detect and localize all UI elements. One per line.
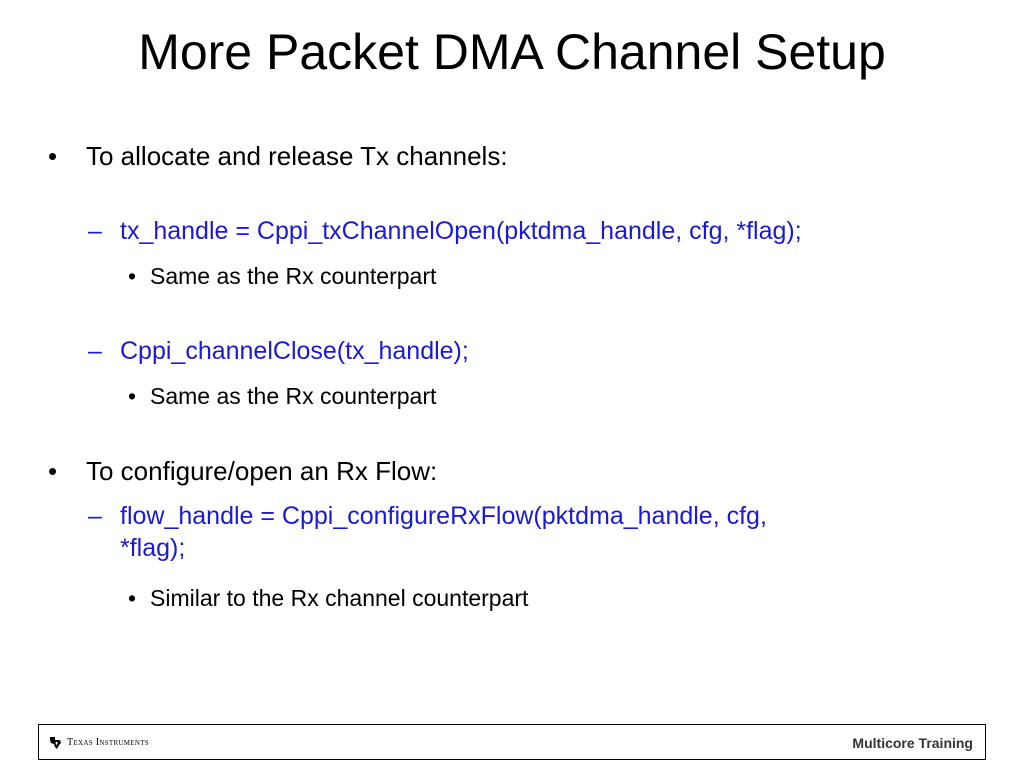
footer-course-title: Multicore Training — [852, 735, 973, 751]
dash-mark: – — [88, 337, 102, 365]
code-text: Cppi_channelClose(tx_handle); — [120, 337, 469, 365]
bullet-item: • To configure/open an Rx Flow: — [48, 454, 437, 488]
bullet-mark: • — [128, 585, 137, 611]
sub-sub-bullet-item: • Same as the Rx counterpart — [128, 381, 436, 411]
bullet-mark: • — [128, 383, 137, 409]
sub-bullet-item: –Cppi_channelClose(tx_handle); — [88, 335, 469, 367]
bullet-item: • To allocate and release Tx channels: — [48, 139, 508, 173]
sub-sub-bullet-item: • Similar to the Rx channel counterpart — [128, 583, 528, 613]
note-text: Similar to the Rx channel counterpart — [150, 585, 529, 611]
sub-bullet-item: –tx_handle = Cppi_txChannelOpen(pktdma_h… — [88, 215, 802, 247]
note-text: Same as the Rx counterpart — [150, 383, 437, 409]
bullet-text: To allocate and release Tx channels: — [86, 141, 508, 171]
code-text-continuation: *flag); — [120, 534, 186, 562]
dash-mark: – — [88, 217, 102, 245]
dash-mark: – — [88, 502, 102, 530]
sub-bullet-item: –flow_handle = Cppi_configureRxFlow(pktd… — [88, 500, 767, 562]
code-text: flow_handle = Cppi_configureRxFlow(pktdm… — [120, 502, 767, 530]
texas-state-icon — [50, 737, 61, 749]
code-text: tx_handle = Cppi_txChannelOpen(pktdma_ha… — [120, 217, 802, 245]
bullet-mark: • — [48, 141, 58, 171]
ti-logo: Texas Instruments — [49, 735, 149, 751]
slide-title: More Packet DMA Channel Setup — [138, 24, 886, 80]
bullet-text: To configure/open an Rx Flow: — [86, 456, 438, 486]
bullet-mark: • — [128, 263, 137, 289]
sub-sub-bullet-item: • Same as the Rx counterpart — [128, 261, 436, 291]
ti-logo-text: Texas Instruments — [67, 737, 149, 748]
slide-footer: Texas Instruments Multicore Training — [38, 724, 986, 760]
note-text: Same as the Rx counterpart — [150, 263, 437, 289]
bullet-mark: • — [48, 456, 58, 486]
